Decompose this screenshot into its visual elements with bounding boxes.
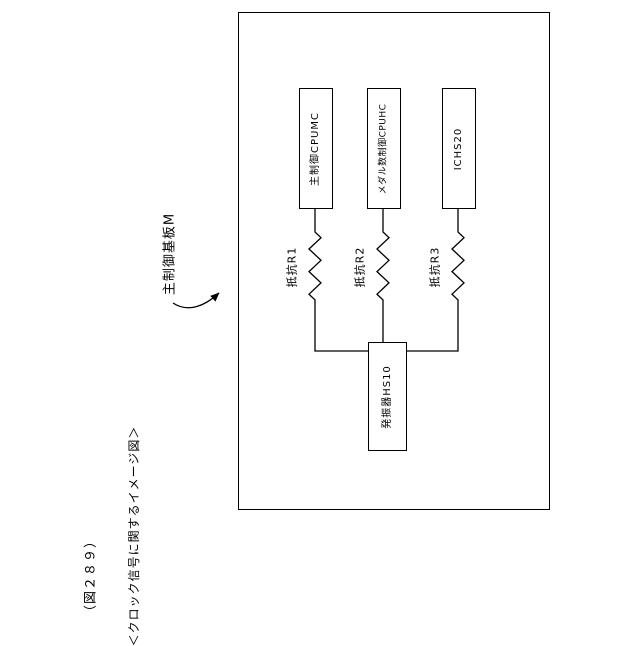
figure-number: （図２８９）: [83, 533, 99, 619]
leader-arrow: [172, 292, 220, 309]
figure-caption: ＜クロック信号に関するイメージ図＞: [127, 425, 141, 646]
main-board-outline: [238, 12, 550, 510]
ic-box-hs20: ICHS20: [442, 88, 476, 209]
oscillator-box: 発振器HS10: [368, 342, 407, 451]
ic-label-medal-count-cpu: メダル数制御CPUHC: [378, 103, 389, 194]
board-label: 主制御基板M: [162, 212, 178, 296]
wire-resistor-r1-symbol: [308, 207, 368, 352]
ic-box-main-control-cpu: 主制御CPUMC: [299, 88, 333, 209]
ic-label-main-control-cpu: 主制御CPUMC: [310, 111, 321, 186]
wire-resistor-r3-symbol: [404, 207, 465, 352]
oscillator-label: 発振器HS10: [381, 364, 393, 429]
ic-box-medal-count-cpu: メダル数制御CPUHC: [367, 88, 401, 209]
resistor-r1-label: 抵抗R1: [285, 246, 299, 288]
resistor-r2-label: 抵抗R2: [353, 246, 367, 288]
wire-resistor-r2-symbol: [376, 207, 390, 343]
ic-label-hs20: ICHS20: [453, 127, 464, 170]
resistor-r3-label: 抵抗R3: [428, 246, 442, 288]
